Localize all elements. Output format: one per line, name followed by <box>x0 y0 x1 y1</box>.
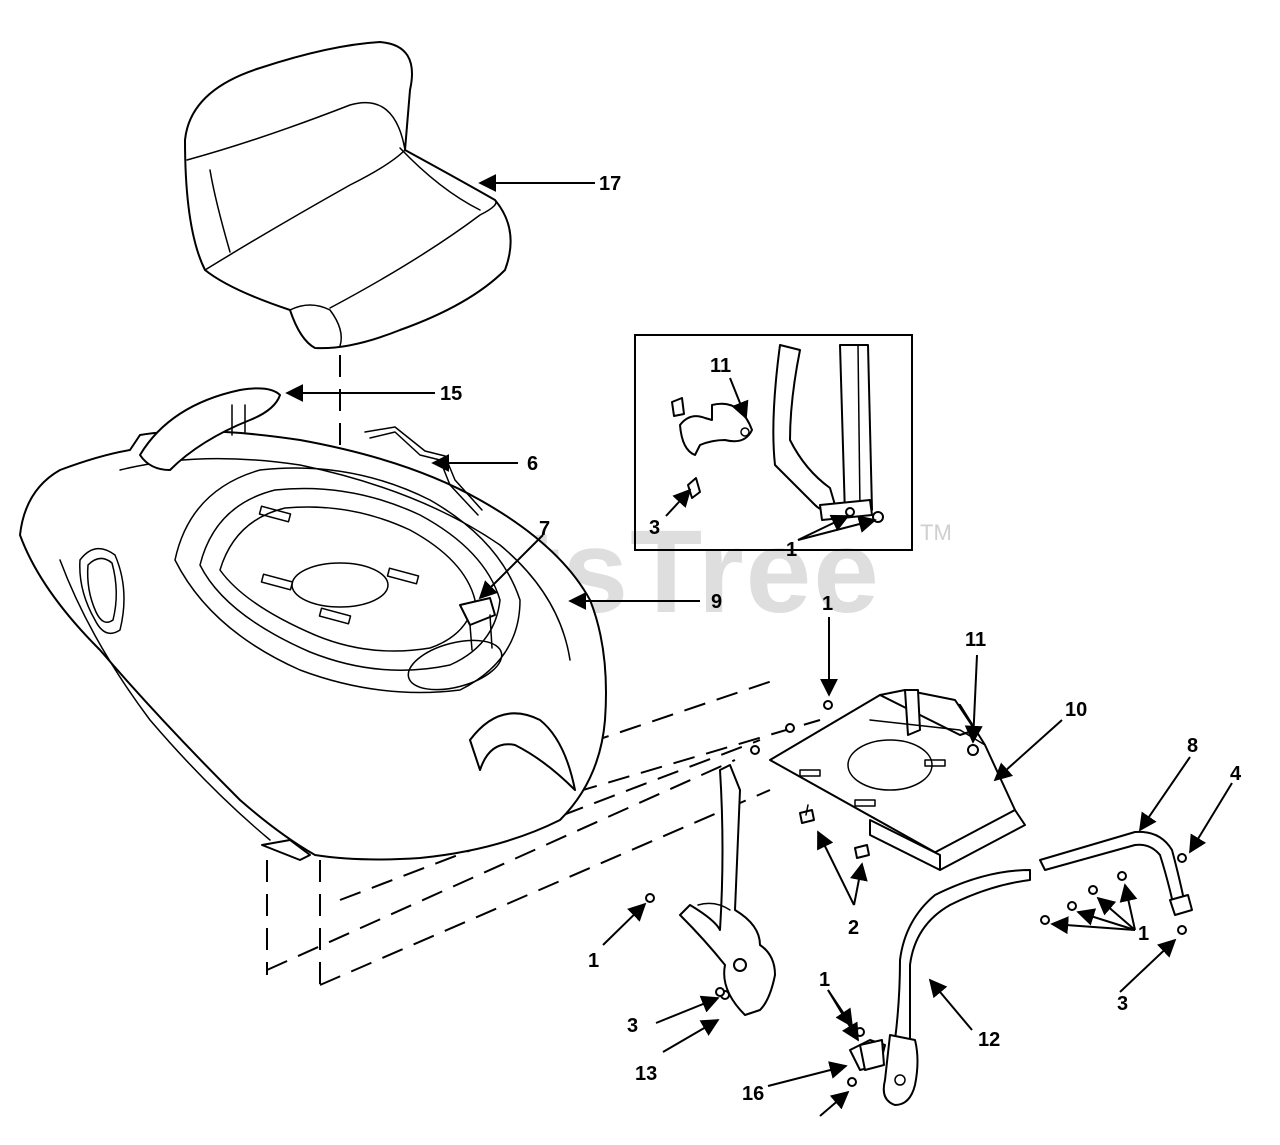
callout-1-inset: 1 <box>786 539 797 561</box>
rear-frame-part <box>849 869 1031 1106</box>
callout-8: 8 <box>1187 735 1198 757</box>
callout-17: 17 <box>599 173 621 195</box>
callout-13: 13 <box>635 1063 657 1085</box>
callout-12: 12 <box>978 1029 1000 1051</box>
seat-slide-part <box>139 387 281 471</box>
hardware-fasteners <box>645 700 1187 1087</box>
callout-2: 2 <box>848 917 859 939</box>
watermark-trademark: TM <box>920 520 952 545</box>
callout-3-inset: 3 <box>649 517 660 539</box>
callout-4: 4 <box>1230 763 1242 785</box>
seat-support-frame-part <box>769 689 1026 871</box>
callout-16: 16 <box>742 1083 764 1105</box>
callout-10: 10 <box>1065 699 1087 721</box>
callout-3-left: 3 <box>627 1015 638 1037</box>
inset-bracket-part <box>671 344 884 523</box>
seat-part <box>184 41 512 350</box>
crossbar-part <box>1039 830 1193 916</box>
callout-labels: 17 15 6 7 9 11 3 1 1 11 10 8 4 2 1 1 3 1… <box>440 173 1242 1105</box>
detail-inset-box <box>634 334 913 551</box>
callout-1-left: 1 <box>588 950 599 972</box>
callout-9: 9 <box>711 591 722 613</box>
callout-1-bottom: 1 <box>819 969 830 991</box>
leader-arrows <box>285 174 1233 1117</box>
callout-11-inset: 11 <box>710 355 731 377</box>
callout-15: 15 <box>440 383 462 405</box>
callout-7: 7 <box>539 518 550 540</box>
callout-1-right: 1 <box>1138 923 1149 945</box>
callout-11: 11 <box>965 629 986 651</box>
callout-6: 6 <box>527 453 538 475</box>
rod-part <box>369 431 479 516</box>
seat-pan-part <box>19 430 607 861</box>
callout-1-top: 1 <box>822 593 833 615</box>
callout-3-right: 3 <box>1117 993 1128 1015</box>
left-leg-part <box>679 764 776 1016</box>
